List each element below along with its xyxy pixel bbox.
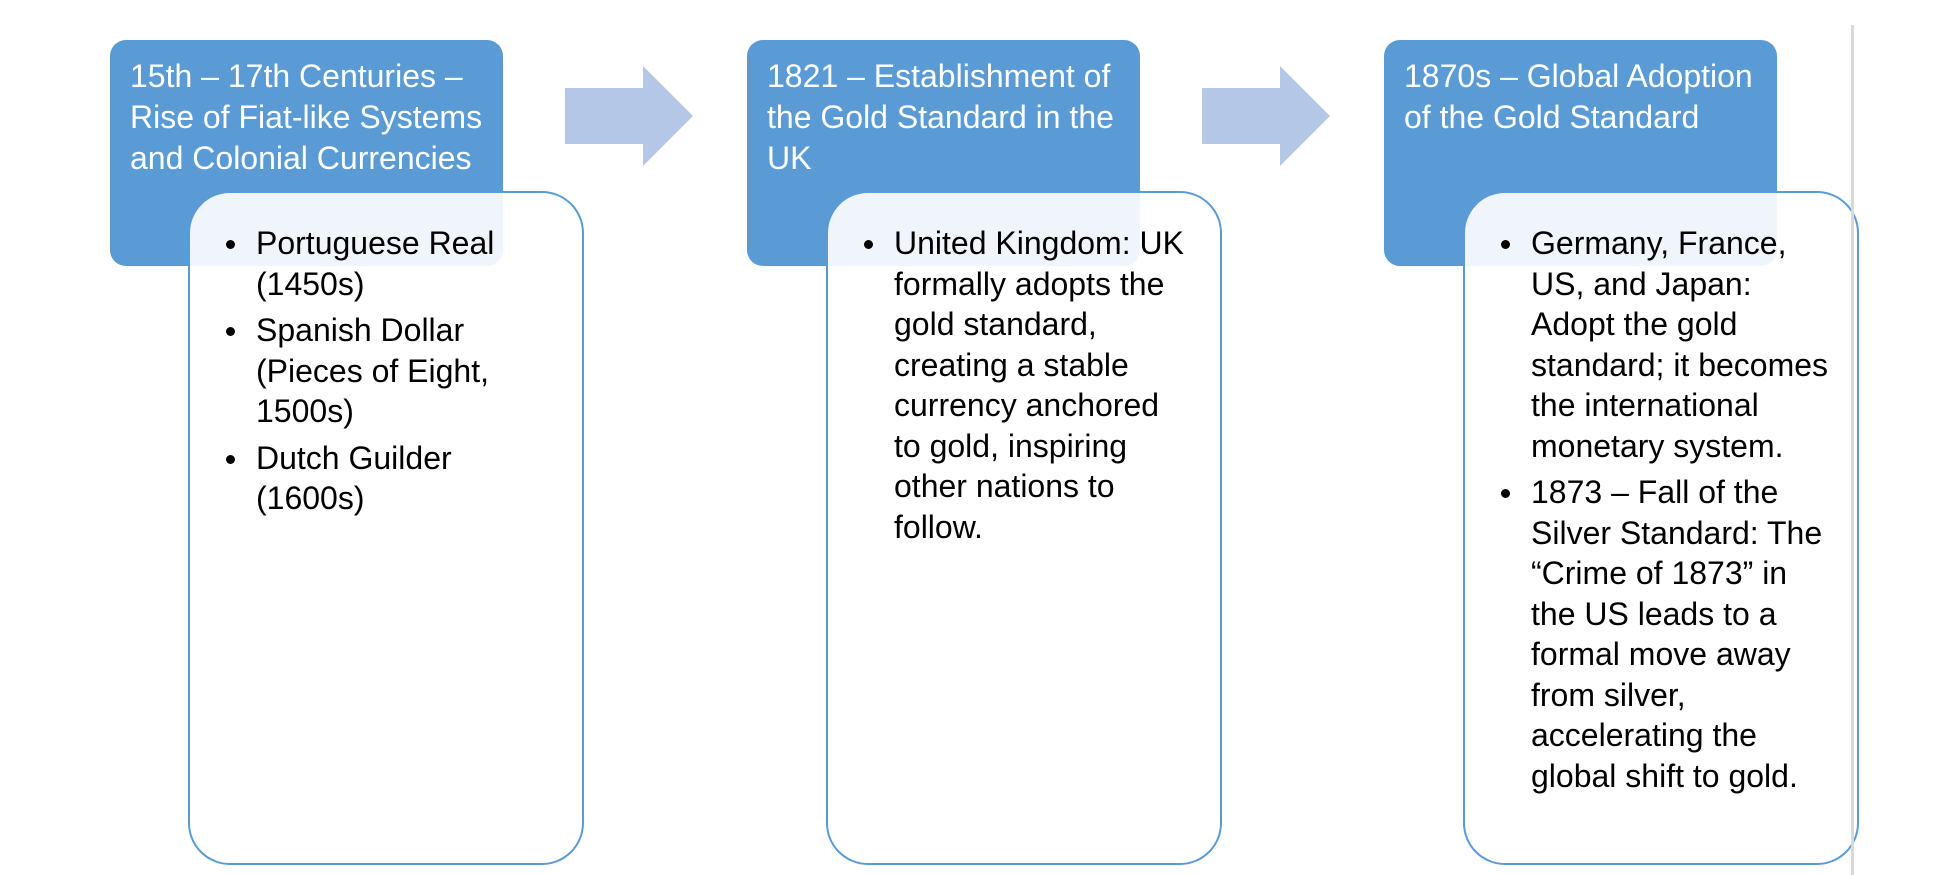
page-edge-divider <box>1851 25 1854 875</box>
stage-2-bullet-1-text: United Kingdom: UK formally adopts the g… <box>894 225 1184 545</box>
stage-2-header-text: 1821 – Establishment of the Gold Standar… <box>767 58 1114 176</box>
stage-1-bullet-2: Spanish Dollar (Pieces of Eight, 1500s) <box>226 310 554 432</box>
stage-3-details: Germany, France, US, and Japan: Adopt th… <box>1463 191 1859 865</box>
stage-1-bullet-3: Dutch Guilder (1600s) <box>226 438 554 519</box>
stage-1-bullet-1: Portuguese Real (1450s) <box>226 223 554 304</box>
bullet-dot-icon <box>226 454 235 464</box>
stage-1-details: Portuguese Real (1450s) Spanish Dollar (… <box>188 191 584 865</box>
stage-1-bullet-3-text: Dutch Guilder (1600s) <box>256 439 452 517</box>
stage-3-bullet-1: Germany, France, US, and Japan: Adopt th… <box>1501 223 1829 466</box>
bullet-dot-icon <box>864 240 873 249</box>
stage-3-bullet-2-text: 1873 – Fall of the Silver Standard: The … <box>1531 474 1823 794</box>
bullet-dot-icon <box>226 327 235 336</box>
right-arrow-icon <box>565 66 693 166</box>
stage-1-bullet-1-text: Portuguese Real (1450s) <box>256 225 495 302</box>
right-arrow-icon <box>1202 66 1330 166</box>
stage-2-bullet-1: United Kingdom: UK formally adopts the g… <box>864 223 1192 547</box>
stage-1-bullet-2-text: Spanish Dollar (Pieces of Eight, 1500s) <box>256 312 489 429</box>
bullet-dot-icon <box>1501 489 1510 498</box>
stage-2-details: United Kingdom: UK formally adopts the g… <box>826 191 1222 865</box>
stage-3-bullet-list: Germany, France, US, and Japan: Adopt th… <box>1501 223 1829 796</box>
stage-1-header-text: 15th – 17th Centuries – Rise of Fiat-lik… <box>130 58 483 176</box>
stage-2-bullet-list: United Kingdom: UK formally adopts the g… <box>864 223 1192 547</box>
stage-1-bullet-list: Portuguese Real (1450s) Spanish Dollar (… <box>226 223 554 519</box>
stage-3-bullet-2: 1873 – Fall of the Silver Standard: The … <box>1501 472 1829 796</box>
stage-3-header-text: 1870s – Global Adoption of the Gold Stan… <box>1404 58 1753 135</box>
stage-3-bullet-1-text: Germany, France, US, and Japan: Adopt th… <box>1531 225 1829 464</box>
bullet-dot-icon <box>226 240 235 249</box>
bullet-dot-icon <box>1501 240 1510 249</box>
